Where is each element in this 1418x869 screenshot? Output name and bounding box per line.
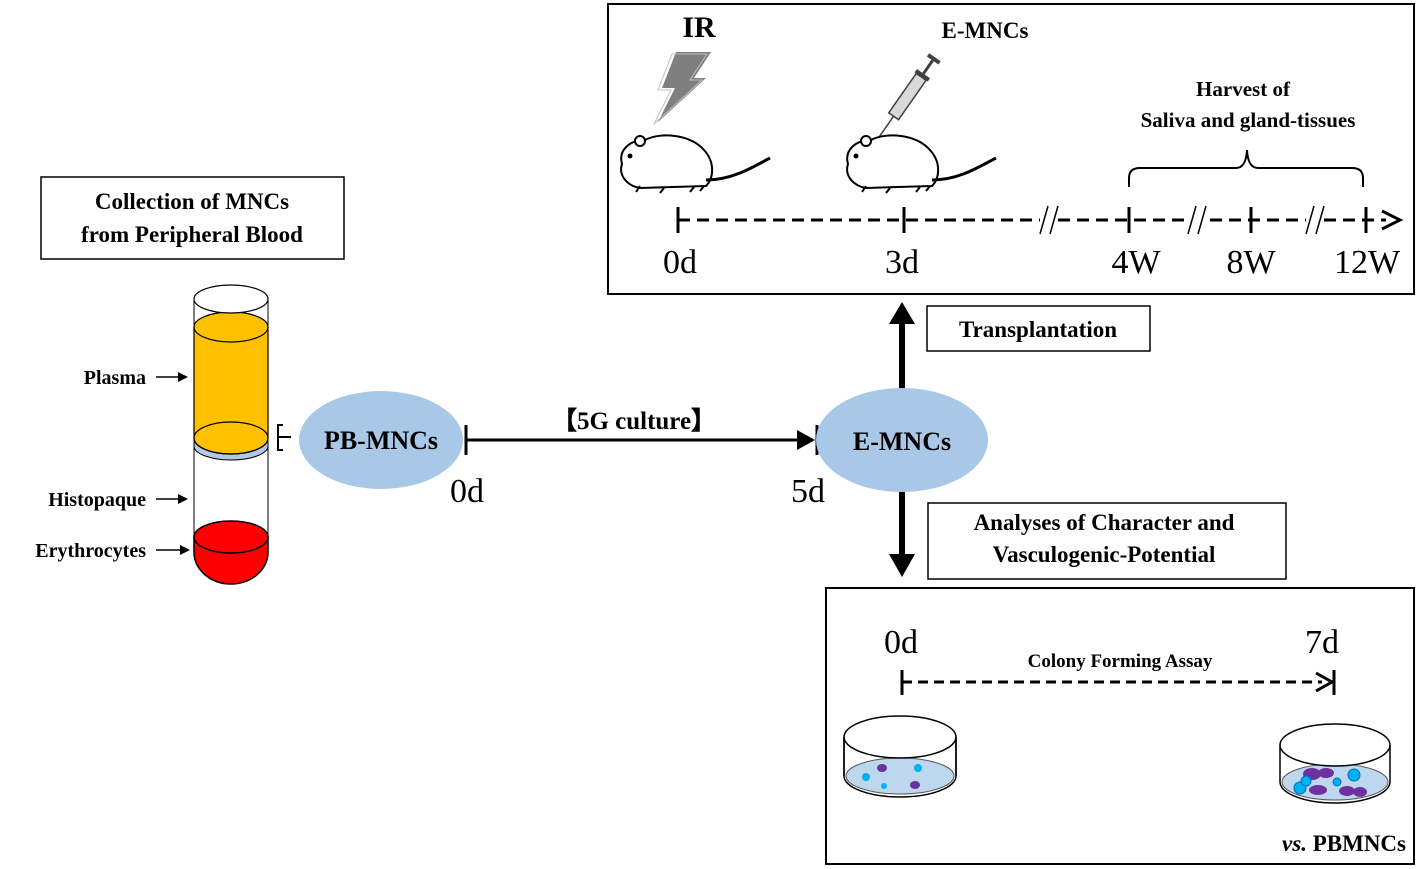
e-mncs-label: E-MNCs <box>853 427 951 456</box>
timepoint-4w: 4W <box>1111 244 1161 281</box>
up-arrow <box>889 302 915 388</box>
mouse-icon-irradiated <box>620 134 771 194</box>
plasma-label: Plasma <box>84 367 146 389</box>
mnc-bracket <box>277 424 291 451</box>
comparison-prefix: vs. <box>1282 831 1307 856</box>
lightning-icon <box>653 52 711 125</box>
erythrocytes-label: Erythrocytes <box>35 540 146 562</box>
mouse-icon-treated <box>846 134 997 194</box>
timepoint-0d: 0d <box>663 244 697 281</box>
in-vivo-timeline <box>676 205 1404 235</box>
down-arrow <box>889 492 915 577</box>
assay-end-day: 7d <box>1305 624 1339 661</box>
timeline-break-3 <box>1305 205 1325 235</box>
timepoint-12w: 12W <box>1334 244 1401 281</box>
timeline-break-2 <box>1187 205 1207 235</box>
comparison-target: PBMNCs <box>1307 831 1406 856</box>
injection-label: E-MNCs <box>942 18 1029 43</box>
pb-mncs-node: PB-MNCs <box>299 391 463 489</box>
collection-box: Collection of MNCs from Peripheral Blood <box>40 176 345 260</box>
histopaque-label: Histopaque <box>48 489 146 511</box>
timeline-break-1 <box>1039 205 1059 235</box>
in-vivo-panel: IR E-MNCs <box>607 3 1415 295</box>
timepoint-3d: 3d <box>885 244 919 281</box>
collection-title-line2: from Peripheral Blood <box>81 222 303 247</box>
pb-mncs-day: 0d <box>450 473 484 510</box>
plasma-layer <box>193 326 269 455</box>
tube-labels: Plasma Histopaque Erythrocytes <box>35 367 190 562</box>
collection-title-line1: Collection of MNCs <box>95 189 289 214</box>
culture-dish-day7 <box>1279 723 1391 804</box>
assay-timeline <box>900 670 1336 695</box>
analyses-line2: Vasculogenic-Potential <box>993 542 1216 567</box>
culture-end-day: 5d <box>791 473 825 510</box>
tube-top <box>193 284 269 314</box>
e-mncs-node: E-MNCs <box>816 388 988 492</box>
ir-label: IR <box>682 11 716 44</box>
pb-mncs-label: PB-MNCs <box>324 426 438 455</box>
culture-dish-day0 <box>843 715 957 798</box>
assay-start-day: 0d <box>884 624 918 661</box>
analyses-box: Analyses of Character and Vasculogenic-P… <box>927 502 1287 580</box>
harvest-brace <box>1128 149 1364 187</box>
assay-label: Colony Forming Assay <box>1028 651 1213 672</box>
transplantation-label: Transplantation <box>959 317 1117 342</box>
harvest-line1: Harvest of <box>1196 77 1291 101</box>
test-tube <box>193 284 291 585</box>
analyses-line1: Analyses of Character and <box>974 510 1235 535</box>
comparison-label: vs. PBMNCs <box>1282 831 1406 856</box>
transplantation-box: Transplantation <box>926 305 1151 352</box>
timepoint-8w: 8W <box>1226 244 1276 281</box>
in-vitro-panel: 0d 7d Colony Forming Assay <box>825 587 1415 865</box>
culture-label: 【5G culture】 <box>552 407 716 435</box>
harvest-line2: Saliva and gland-tissues <box>1141 108 1356 132</box>
